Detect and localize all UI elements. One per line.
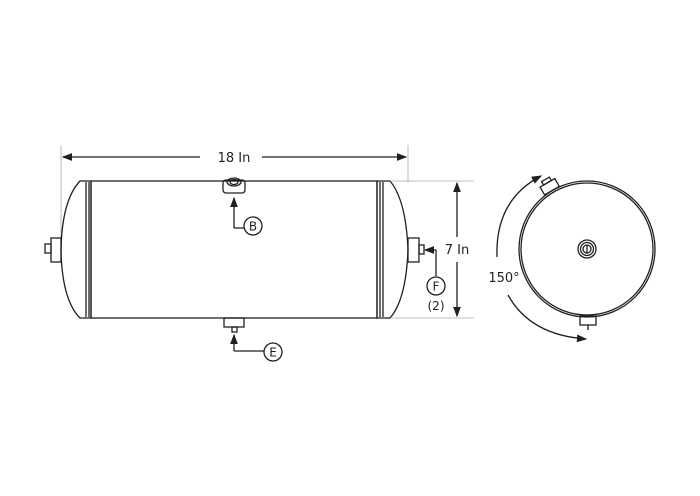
callout-f: F (2) (423, 246, 446, 313)
fitting-b (222, 177, 246, 194)
rotation-angle: 150° (488, 175, 588, 343)
length-label: 18 In (218, 151, 251, 166)
diameter-dimension: 7 In (392, 180, 474, 319)
angle-label: 150° (488, 271, 519, 286)
callout-b: B (230, 196, 263, 236)
tank-side-view (44, 177, 425, 333)
callout-e-label: E (269, 346, 277, 360)
callout-e: E (230, 333, 283, 362)
callout-b-label: B (249, 220, 257, 234)
callout-f-label: F (433, 280, 440, 294)
diameter-label: 7 In (445, 243, 469, 258)
callout-f-quantity: (2) (428, 299, 445, 313)
tank-end-view (518, 176, 656, 330)
length-dimension: 18 In (60, 145, 409, 250)
